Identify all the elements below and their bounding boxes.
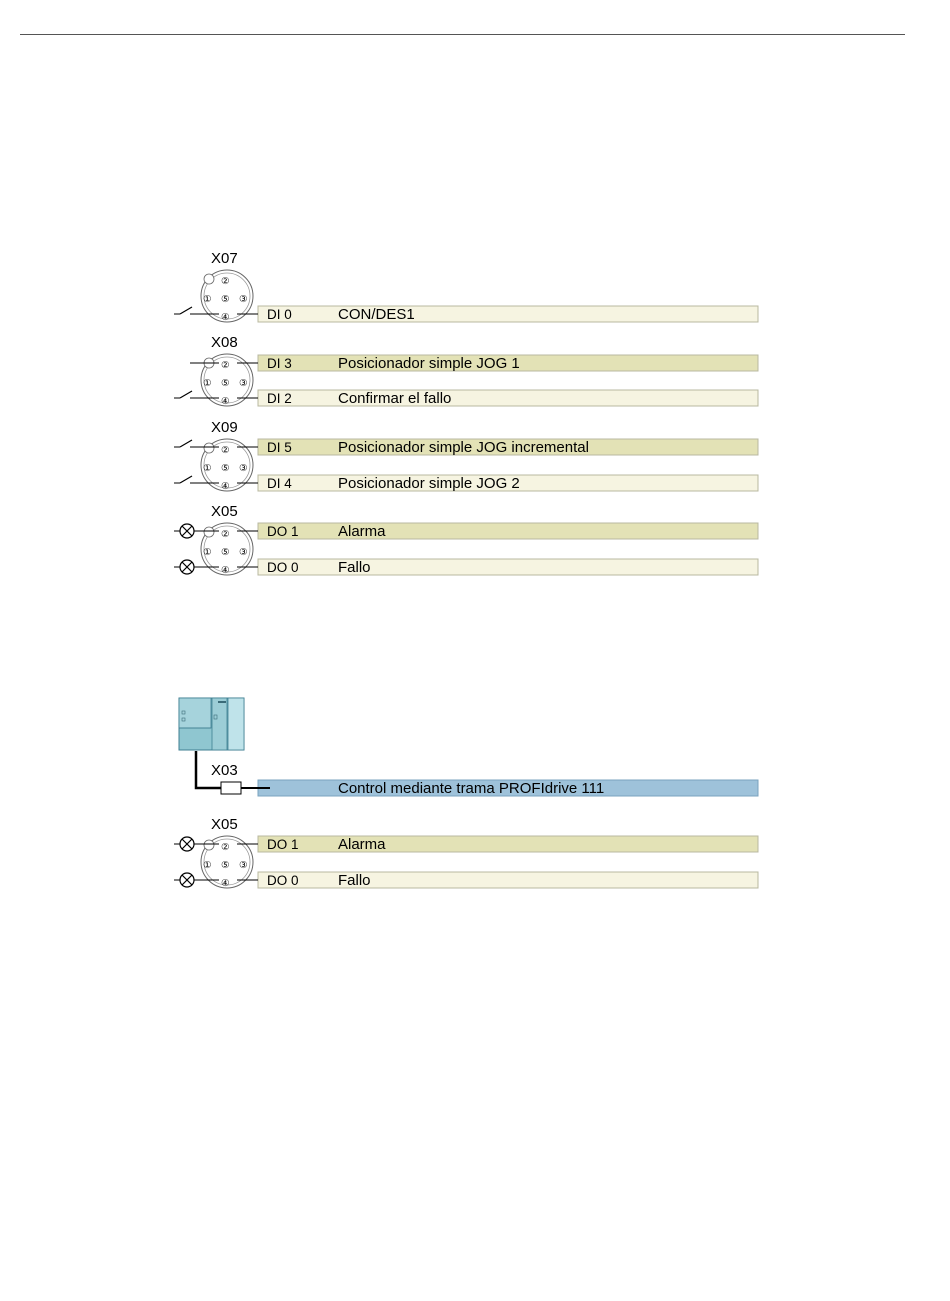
plc-module-right	[228, 698, 244, 750]
pin-4-label: ④	[221, 565, 230, 576]
signal-name: DO 0	[267, 560, 299, 575]
connector-label: X09	[211, 419, 238, 436]
signal-description: Control mediante trama PROFIdrive 111	[338, 780, 604, 797]
pin-5-label: ⑤	[221, 378, 230, 389]
signal-name: DI 3	[267, 356, 292, 371]
pin-5-label: ⑤	[221, 547, 230, 558]
signal-description: Fallo	[338, 872, 371, 889]
signal-bar	[258, 523, 758, 539]
pin-2-label: ②	[221, 360, 230, 371]
signal-description: Alarma	[338, 523, 386, 540]
pin-5-label: ⑤	[221, 860, 230, 871]
plc-controller-icon	[179, 698, 244, 750]
connector-label: X05	[211, 503, 238, 520]
pin-4-label: ④	[221, 481, 230, 492]
connector-label: X07	[211, 250, 238, 267]
connector-key	[204, 840, 214, 850]
signal-description: Posicionador simple JOG 2	[338, 475, 520, 492]
connector-label: X08	[211, 334, 238, 351]
signal-bar	[258, 390, 758, 406]
pin-2-label: ②	[221, 445, 230, 456]
signal-description: Posicionador simple JOG 1	[338, 355, 520, 372]
plc-led	[218, 701, 226, 703]
pin-4-label: ④	[221, 312, 230, 323]
bus-plug-icon	[221, 782, 241, 794]
pin-1-label: ①	[203, 860, 212, 871]
signal-name: DI 2	[267, 391, 292, 406]
connector-key	[204, 443, 214, 453]
signal-bar	[258, 559, 758, 575]
pin-2-label: ②	[221, 529, 230, 540]
signal-bar	[258, 306, 758, 322]
signal-name: DO 1	[267, 837, 299, 852]
signal-description: Alarma	[338, 836, 386, 853]
switch-icon	[180, 440, 192, 447]
connector-label: X05	[211, 816, 238, 833]
signal-description: Confirmar el fallo	[338, 390, 451, 407]
connector-key	[204, 527, 214, 537]
pin-2-label: ②	[221, 276, 230, 287]
signal-name: DO 0	[267, 873, 299, 888]
pin-1-label: ①	[203, 463, 212, 474]
signal-name: DO 1	[267, 524, 299, 539]
pin-3-label: ③	[239, 860, 248, 871]
signal-name: DI 5	[267, 440, 292, 455]
signal-description: CON/DES1	[338, 306, 415, 323]
pin-2-label: ②	[221, 842, 230, 853]
switch-icon	[180, 476, 192, 483]
pin-3-label: ③	[239, 463, 248, 474]
pin-5-label: ⑤	[221, 294, 230, 305]
signal-name: DI 4	[267, 476, 292, 491]
pin-1-label: ①	[203, 378, 212, 389]
signal-name: DI 0	[267, 307, 292, 322]
pin-3-label: ③	[239, 294, 248, 305]
pin-5-label: ⑤	[221, 463, 230, 474]
connector-label: X03	[211, 762, 238, 779]
signal-description: Fallo	[338, 559, 371, 576]
pin-3-label: ③	[239, 378, 248, 389]
plc-module-left	[179, 698, 211, 728]
pin-1-label: ①	[203, 294, 212, 305]
connector-key	[204, 274, 214, 284]
pin-4-label: ④	[221, 396, 230, 407]
pin-4-label: ④	[221, 878, 230, 889]
pin-3-label: ③	[239, 547, 248, 558]
switch-icon	[180, 391, 192, 398]
pin-1-label: ①	[203, 547, 212, 558]
signal-description: Posicionador simple JOG incremental	[338, 439, 589, 456]
signal-bar	[258, 872, 758, 888]
plc-module-mid	[212, 698, 227, 750]
switch-icon	[180, 307, 192, 314]
signal-bar	[258, 836, 758, 852]
